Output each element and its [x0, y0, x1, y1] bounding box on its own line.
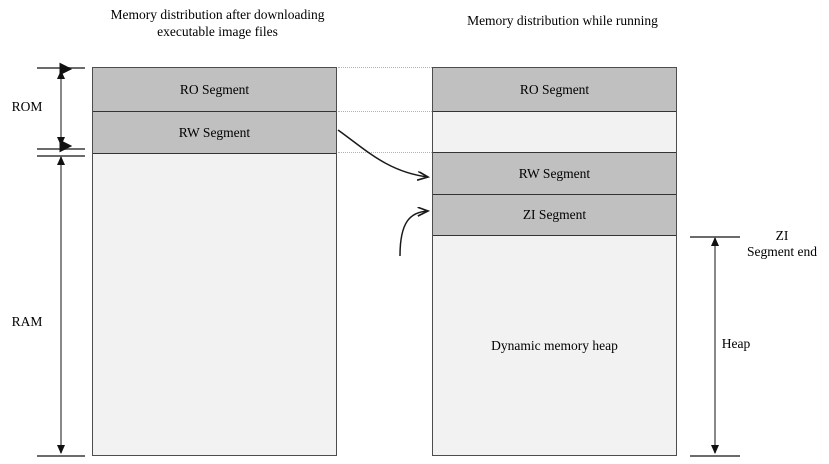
- ram-bracket-label: RAM: [11, 314, 43, 329]
- right-segment-zi-label: ZI Segment: [522, 207, 587, 222]
- guide-line-rw-bottom: [338, 152, 432, 153]
- heap-bracket-tick-bottom: [690, 455, 740, 457]
- left-diagram-title: Memory distribution after downloading ex…: [110, 7, 325, 39]
- right-segment-ro-label: RO Segment: [519, 81, 590, 97]
- rom-bracket-tick-bottom: [37, 148, 85, 150]
- rom-bracket-tick-top: [37, 67, 85, 69]
- right-segment-rw-label: RW Segment: [518, 165, 591, 181]
- guide-line-top: [338, 67, 432, 68]
- heap-bracket-tick-top: [690, 236, 740, 238]
- ram-bracket-tick-top: [37, 155, 85, 157]
- left-segment-rw-label: RW Segment: [178, 124, 251, 140]
- right-segment-ro: RO Segment: [433, 68, 676, 112]
- right-segment-zi: ZI Segment: [433, 195, 676, 236]
- guide-line-ro-bottom: [338, 111, 432, 112]
- left-segment-free: [93, 154, 336, 455]
- ram-measure-arrow: [57, 156, 65, 454]
- right-segment-gap: [433, 112, 676, 153]
- heap-bracket-label: Heap: [721, 336, 751, 351]
- left-segment-ro: RO Segment: [93, 68, 336, 112]
- right-diagram-title: Memory distribution while running: [467, 13, 658, 28]
- rom-measure-arrow: [57, 62, 73, 153]
- zi-segment-end-label: ZI Segment end: [746, 228, 818, 259]
- left-segment-rw: RW Segment: [93, 112, 336, 154]
- left-segment-ro-label: RO Segment: [179, 81, 250, 97]
- left-memory-column: RO Segment RW Segment: [92, 67, 337, 456]
- right-segment-rw: RW Segment: [433, 153, 676, 195]
- ram-bracket-tick-bottom: [37, 455, 85, 457]
- right-segment-heap-label: Dynamic memory heap: [491, 337, 618, 353]
- zi-creation-arrow: [399, 211, 428, 257]
- right-segment-heap: Dynamic memory heap: [433, 236, 676, 455]
- rom-bracket-label: ROM: [11, 99, 43, 114]
- right-memory-column: RO Segment RW Segment ZI Segment Dynamic…: [432, 67, 677, 456]
- rw-relocation-arrow: [337, 129, 428, 177]
